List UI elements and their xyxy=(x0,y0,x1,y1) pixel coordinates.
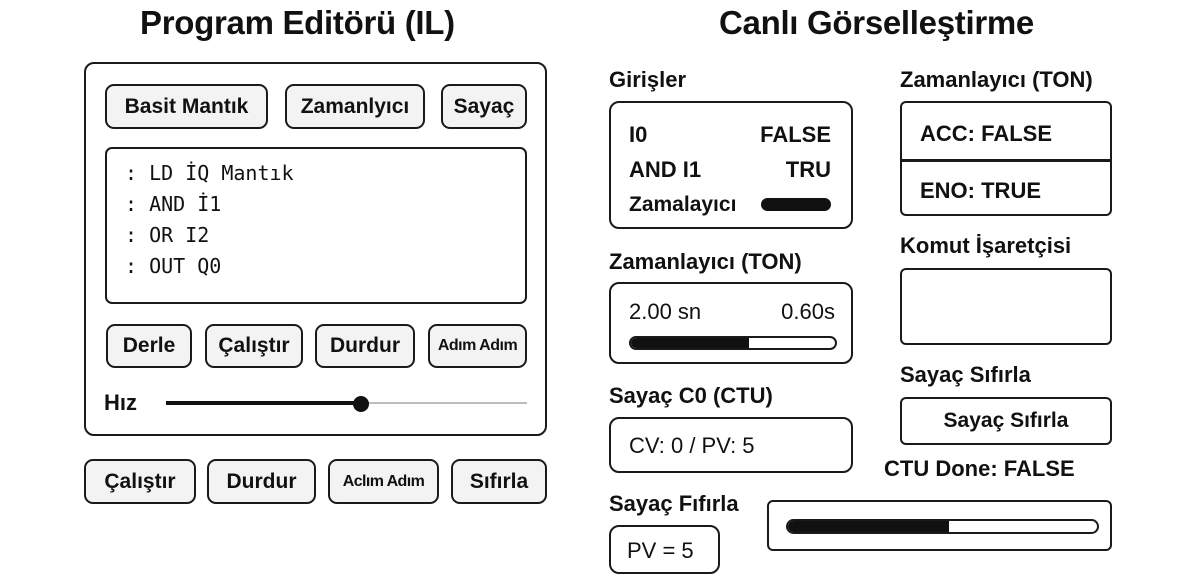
template-basic-logic-button[interactable]: Basit Mantık xyxy=(105,84,268,129)
step-button[interactable]: Adım Adım xyxy=(428,324,527,368)
counter-reset-label: Sayaç Sıfırla xyxy=(900,362,1031,387)
code-line: : LD İQ Mantık xyxy=(125,161,294,185)
compile-button[interactable]: Derle xyxy=(106,324,192,368)
counter-label: Sayaç C0 (CTU) xyxy=(609,383,773,408)
timer-progress-fill xyxy=(631,338,750,348)
editor-title: Program Editörü (IL) xyxy=(140,4,455,41)
counter-panel: CV: 0 / PV: 5 xyxy=(609,417,853,473)
ctu-progress-bar xyxy=(786,519,1099,534)
timer-status-label: Zamanlayıcı (TON) xyxy=(900,67,1093,92)
template-timer-button[interactable]: Zamanlyıcı xyxy=(285,84,425,129)
ctu-progress-panel xyxy=(767,500,1112,551)
preset-value: PV = 5 xyxy=(627,538,694,563)
input-name: I0 xyxy=(629,121,648,147)
timer-indicator-bar xyxy=(761,198,831,211)
slider-handle[interactable] xyxy=(352,396,369,412)
timer-preset: 2.00 sn xyxy=(629,299,702,324)
input-row-i1: AND I1 TRU xyxy=(629,152,831,187)
ctu-progress-fill xyxy=(788,521,949,532)
command-pointer-panel xyxy=(900,268,1112,345)
timer-label: Zamanlayıcı (TON) xyxy=(609,249,802,274)
timer-status-panel: ACC: FALSE ENO: TRUE xyxy=(900,101,1112,216)
run-button[interactable]: Çalıştır xyxy=(84,459,196,504)
timer-panel: 2.00 sn 0.60s xyxy=(609,282,853,364)
input-value: TRU xyxy=(785,156,831,182)
inputs-label: Girişler xyxy=(609,67,687,92)
slider-fill xyxy=(166,401,361,405)
code-line: : OUT Q0 xyxy=(125,254,222,278)
counter-value: CV: 0 / PV: 5 xyxy=(629,433,755,458)
code-editor[interactable]: : LD İQ Mantık : AND İ1 : OR I2 : OUT Q0 xyxy=(105,147,527,304)
eno-value: ENO: TRUE xyxy=(920,178,1041,203)
input-name: AND I1 xyxy=(629,156,702,182)
input-name: Zamalayıcı xyxy=(629,192,737,216)
code-line: : OR I2 xyxy=(125,223,210,247)
acc-value: ACC: FALSE xyxy=(920,121,1052,146)
counter-reset-button[interactable]: Sayaç Sıfırla xyxy=(900,397,1112,445)
code-line: : AND İ1 xyxy=(125,192,222,216)
input-value: FALSE xyxy=(760,121,831,147)
speed-slider[interactable] xyxy=(166,393,527,415)
command-pointer-label: Komut İşaretçisi xyxy=(900,233,1072,258)
ctu-done-status: CTU Done: FALSE xyxy=(884,456,1075,481)
input-row-timer: Zamalayıcı xyxy=(629,187,831,222)
timer-values: 2.00 sn 0.60s xyxy=(629,299,835,325)
reset-button[interactable]: Sıfırla xyxy=(451,459,547,504)
template-counter-button[interactable]: Sayaç xyxy=(441,84,527,129)
preset-label: Sayaç Fıfırla xyxy=(609,491,739,516)
preset-value-box: PV = 5 xyxy=(609,525,720,574)
stop-button[interactable]: Durdur xyxy=(315,324,415,368)
stop-button[interactable]: Durdur xyxy=(207,459,316,504)
timer-progress-bar xyxy=(629,336,837,350)
run-button[interactable]: Çalıştır xyxy=(205,324,303,368)
input-row-i0: I0 FALSE xyxy=(629,117,831,152)
timer-elapsed: 0.60s xyxy=(781,299,835,324)
speed-label: Hız xyxy=(104,390,137,415)
divider xyxy=(902,159,1110,162)
inputs-panel: I0 FALSE AND I1 TRU Zamalayıcı xyxy=(609,101,853,229)
visualization-title: Canlı Görselleştirme xyxy=(719,4,1034,41)
step-button[interactable]: Aclım Adım xyxy=(328,459,439,504)
